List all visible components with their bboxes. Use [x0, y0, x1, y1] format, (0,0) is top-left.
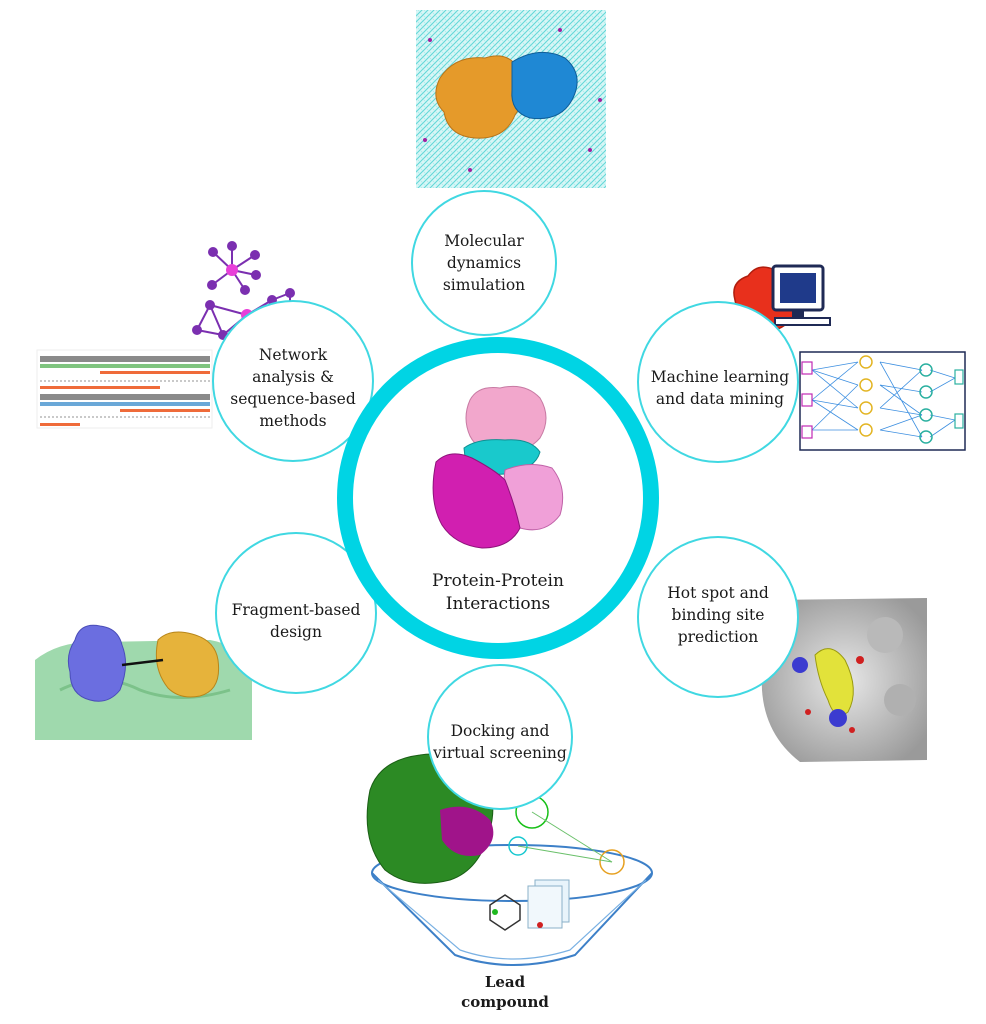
md-label-line-1: Molecular: [444, 232, 524, 250]
dock-label: Docking and virtual screening: [420, 720, 580, 764]
lead-compound-line-2: compound: [461, 993, 549, 1011]
hs-node: [637, 536, 799, 698]
md-label-line-2: dynamics: [446, 254, 522, 272]
hs-label-line-3: prediction: [677, 628, 759, 646]
hotspot-surface-icon: [761, 598, 927, 762]
fragment-surface-icon: [35, 624, 252, 740]
ml-label-line-2: and data mining: [655, 390, 785, 408]
ml-label-line-1: Machine learning: [650, 368, 790, 386]
lead-compound-label: Lead compound: [440, 972, 570, 1012]
frag-label: Fragment-based design: [221, 599, 371, 643]
center-title-line-1: Protein-Protein: [432, 571, 564, 591]
net-label-line-3: sequence-based: [230, 390, 356, 408]
md-box-icon: [416, 10, 606, 188]
neural-network-icon: [799, 351, 966, 451]
net-label-line-4: methods: [259, 412, 327, 430]
hs-label: Hot spot and binding site prediction: [643, 582, 793, 648]
hs-label-line-1: Hot spot and: [667, 584, 769, 602]
frag-label-line-1: Fragment-based: [231, 601, 361, 619]
net-label-line-1: Network: [258, 346, 328, 364]
sequence-alignment-icon: [36, 349, 213, 429]
md-node: [411, 190, 557, 336]
center-title-line-2: Interactions: [445, 594, 551, 614]
frag-label-line-2: design: [270, 623, 322, 641]
net-label: Network analysis & sequence-based method…: [218, 344, 368, 432]
md-label-line-3: simulation: [442, 276, 526, 294]
ml-label: Machine learning and data mining: [640, 366, 800, 410]
center-title: Protein-Protein Interactions: [398, 570, 598, 616]
hs-label-line-2: binding site: [671, 606, 765, 624]
lead-compound-line-1: Lead: [484, 973, 526, 991]
protein-surface-icon: [432, 385, 564, 549]
md-label: Molecular dynamics simulation: [414, 230, 554, 296]
net-label-line-2: analysis &: [252, 368, 334, 386]
dock-label-line-1: Docking and: [450, 722, 550, 740]
dock-node: [427, 664, 573, 810]
dock-label-line-2: virtual screening: [433, 744, 567, 762]
ml-node: [637, 301, 799, 463]
net-node: [212, 300, 374, 462]
frag-node: [215, 532, 377, 694]
